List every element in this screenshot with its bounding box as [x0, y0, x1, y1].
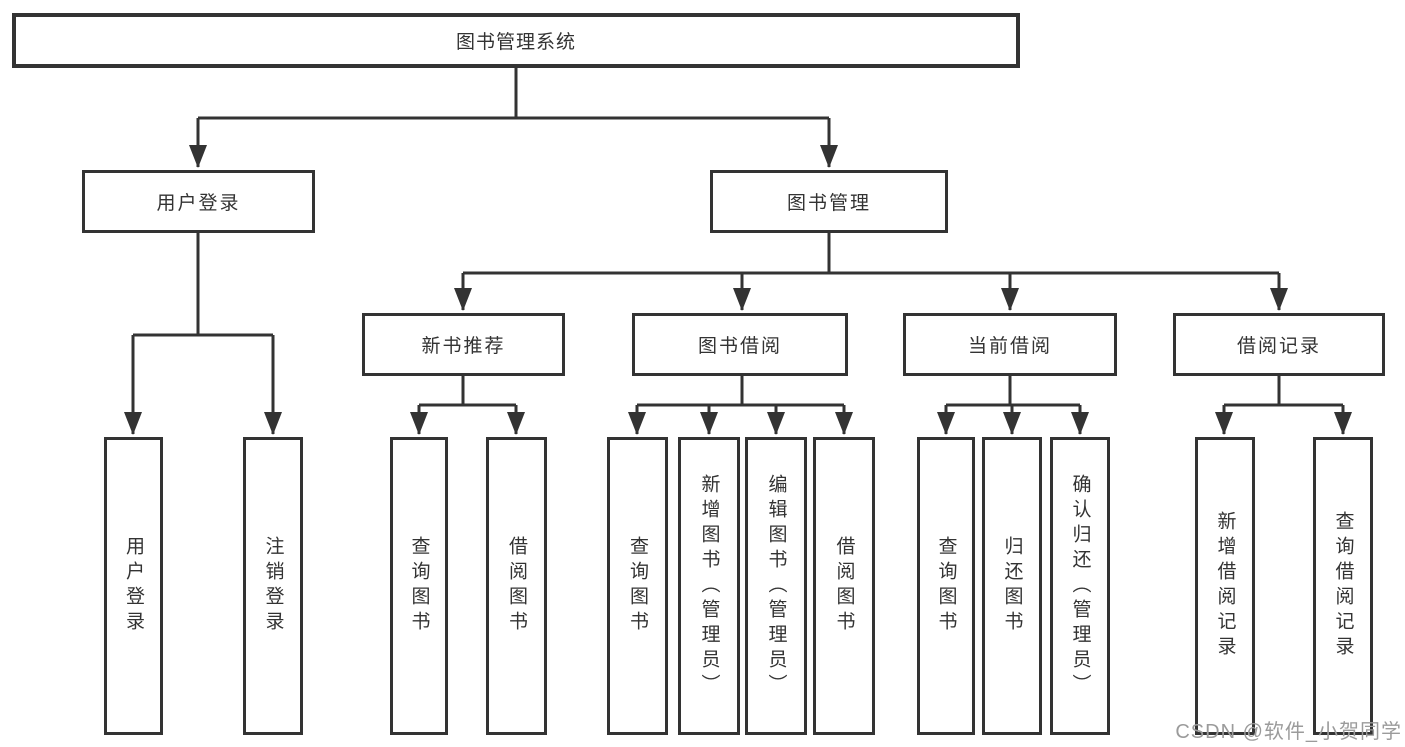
node-new-book-recommendation: 新书推荐 — [362, 313, 565, 376]
leaf-return-books: 归还图书 — [982, 437, 1042, 735]
leaf-edit-books-admin: 编辑图书（管理员） — [745, 437, 807, 735]
node-book-borrowing: 图书借阅 — [632, 313, 848, 376]
node-user-login: 用户登录 — [82, 170, 315, 233]
leaf-query-borrowing-record: 查询借阅记录 — [1313, 437, 1373, 735]
leaf-borrow-books: 借阅图书 — [486, 437, 547, 735]
leaf-add-borrowing-record: 新增借阅记录 — [1195, 437, 1255, 735]
leaf-query-books: 查询图书 — [607, 437, 668, 735]
node-book-management: 图书管理 — [710, 170, 948, 233]
node-library-management-system: 图书管理系统 — [12, 13, 1020, 68]
leaf-query-books: 查询图书 — [917, 437, 975, 735]
leaf-add-books-admin: 新增图书（管理员） — [678, 437, 740, 735]
leaf-query-books: 查询图书 — [390, 437, 448, 735]
leaf-confirm-return-admin: 确认归还（管理员） — [1050, 437, 1110, 735]
csdn-watermark: CSDN @软件_小贺同学 — [1175, 721, 1402, 743]
leaf-logout: 注销登录 — [243, 437, 303, 735]
node-borrowing-records: 借阅记录 — [1173, 313, 1385, 376]
node-current-borrowing: 当前借阅 — [903, 313, 1117, 376]
leaf-user-login: 用户登录 — [104, 437, 163, 735]
leaf-borrow-books: 借阅图书 — [813, 437, 875, 735]
